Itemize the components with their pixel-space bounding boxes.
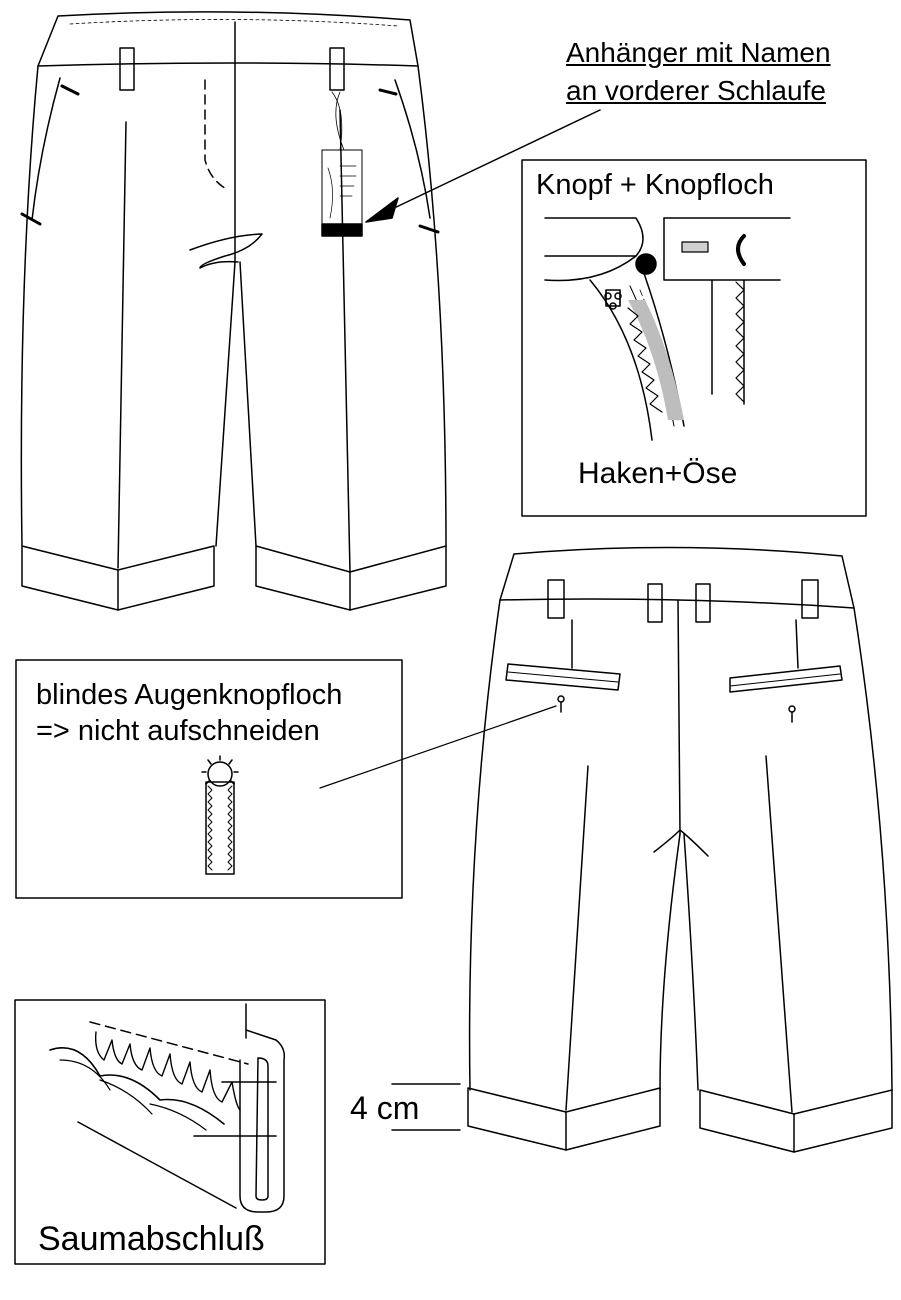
blind-buttonhole-line1: blindes Augenknopfloch <box>36 679 343 711</box>
blind-buttonhole-box <box>15 659 403 899</box>
button-detail-box <box>521 159 867 517</box>
hem-detail-box <box>14 999 326 1265</box>
front-shorts-drawing <box>20 11 601 611</box>
hem-label: Saumabschluß <box>38 1220 265 1258</box>
hem-measure-label: 4 cm <box>350 1090 420 1126</box>
tag-label-line2: an vorderer Schlaufe <box>566 75 826 106</box>
blind-buttonhole-line2: => nicht aufschneiden <box>36 715 320 747</box>
hook-label: Haken+Öse <box>578 457 738 490</box>
back-shorts-drawing <box>319 546 893 1153</box>
tag-label-line1: Anhänger mit Namen <box>566 37 831 68</box>
button-title: Knopf + Knopfloch <box>536 169 774 201</box>
